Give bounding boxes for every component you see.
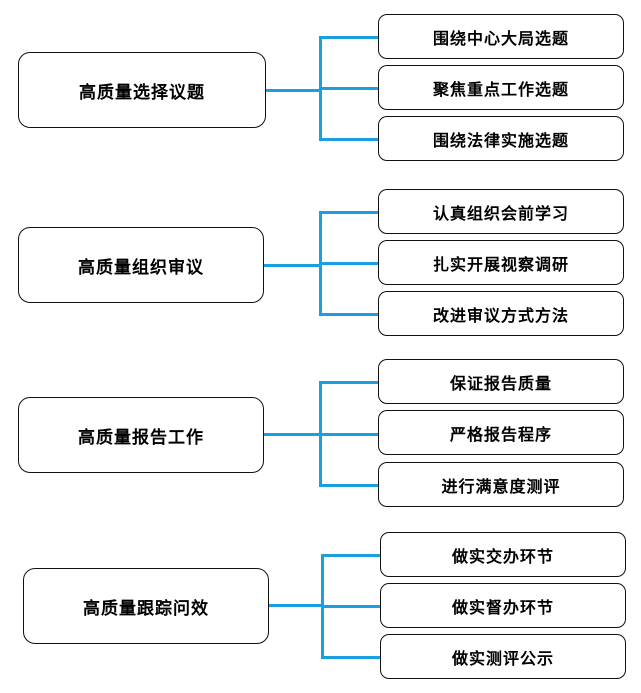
group-2-connector-main bbox=[264, 264, 322, 267]
group-4-title: 高质量跟踪问效 bbox=[83, 598, 209, 619]
group-4-box: 高质量跟踪问效 bbox=[23, 568, 269, 644]
group-1-connector-item-1 bbox=[319, 36, 378, 39]
group-2-item-1-label: 认真组织会前学习 bbox=[432, 203, 569, 223]
group-3-item-1-label: 保证报告质量 bbox=[449, 373, 552, 393]
group-3-box: 高质量报告工作 bbox=[18, 397, 264, 473]
group-2-item-3-label: 改进审议方式方法 bbox=[432, 305, 569, 325]
group-3-item-2: 严格报告程序 bbox=[378, 410, 624, 455]
group-1-item-1: 围绕中心大局选题 bbox=[378, 14, 624, 59]
group-3-title: 高质量报告工作 bbox=[78, 427, 204, 448]
group-3-item-3-label: 进行满意度测评 bbox=[441, 476, 561, 496]
group-2-connector-item-2 bbox=[319, 262, 378, 265]
group-1-item-2-label: 聚焦重点工作选题 bbox=[432, 79, 569, 99]
group-3-item-2-label: 严格报告程序 bbox=[449, 424, 552, 444]
group-4-item-3-label: 做实测评公示 bbox=[451, 648, 554, 668]
group-4-item-3: 做实测评公示 bbox=[380, 634, 626, 679]
group-1-connector-main bbox=[266, 89, 322, 92]
group-2-item-2-label: 扎实开展视察调研 bbox=[432, 254, 569, 274]
group-3-item-3: 进行满意度测评 bbox=[378, 462, 624, 507]
group-1-box: 高质量选择议题 bbox=[18, 52, 266, 128]
group-1-item-3-label: 围绕法律实施选题 bbox=[432, 130, 569, 150]
group-1-connector-item-2 bbox=[319, 87, 378, 90]
group-3-connector-item-3 bbox=[319, 484, 378, 487]
group-1-item-1-label: 围绕中心大局选题 bbox=[432, 28, 569, 48]
group-4-item-2-label: 做实督办环节 bbox=[451, 597, 554, 617]
group-2-connector-item-1 bbox=[319, 211, 378, 214]
group-1-title: 高质量选择议题 bbox=[79, 82, 205, 103]
group-4-item-2: 做实督办环节 bbox=[380, 583, 626, 628]
group-3-connector-item-2 bbox=[319, 433, 378, 436]
group-4-connector-item-1 bbox=[321, 554, 380, 557]
group-2-item-2: 扎实开展视察调研 bbox=[378, 240, 624, 285]
group-2-box: 高质量组织审议 bbox=[18, 227, 264, 303]
group-2-title: 高质量组织审议 bbox=[78, 257, 204, 278]
group-1-item-2: 聚焦重点工作选题 bbox=[378, 65, 624, 110]
group-1-connector-item-3 bbox=[319, 138, 378, 141]
group-2-item-1: 认真组织会前学习 bbox=[378, 189, 624, 234]
group-4-connector-main bbox=[269, 604, 324, 607]
group-1-item-3: 围绕法律实施选题 bbox=[378, 116, 624, 161]
group-4-item-1: 做实交办环节 bbox=[380, 532, 626, 577]
group-4-connector-item-3 bbox=[321, 656, 380, 659]
group-2-connector-item-3 bbox=[319, 313, 378, 316]
group-3-connector-item-1 bbox=[319, 381, 378, 384]
group-3-item-1: 保证报告质量 bbox=[378, 359, 624, 404]
group-2-item-3: 改进审议方式方法 bbox=[378, 291, 624, 336]
group-3-connector-main bbox=[264, 433, 322, 436]
group-4-item-1-label: 做实交办环节 bbox=[451, 546, 554, 566]
group-4-connector-item-2 bbox=[321, 605, 380, 608]
